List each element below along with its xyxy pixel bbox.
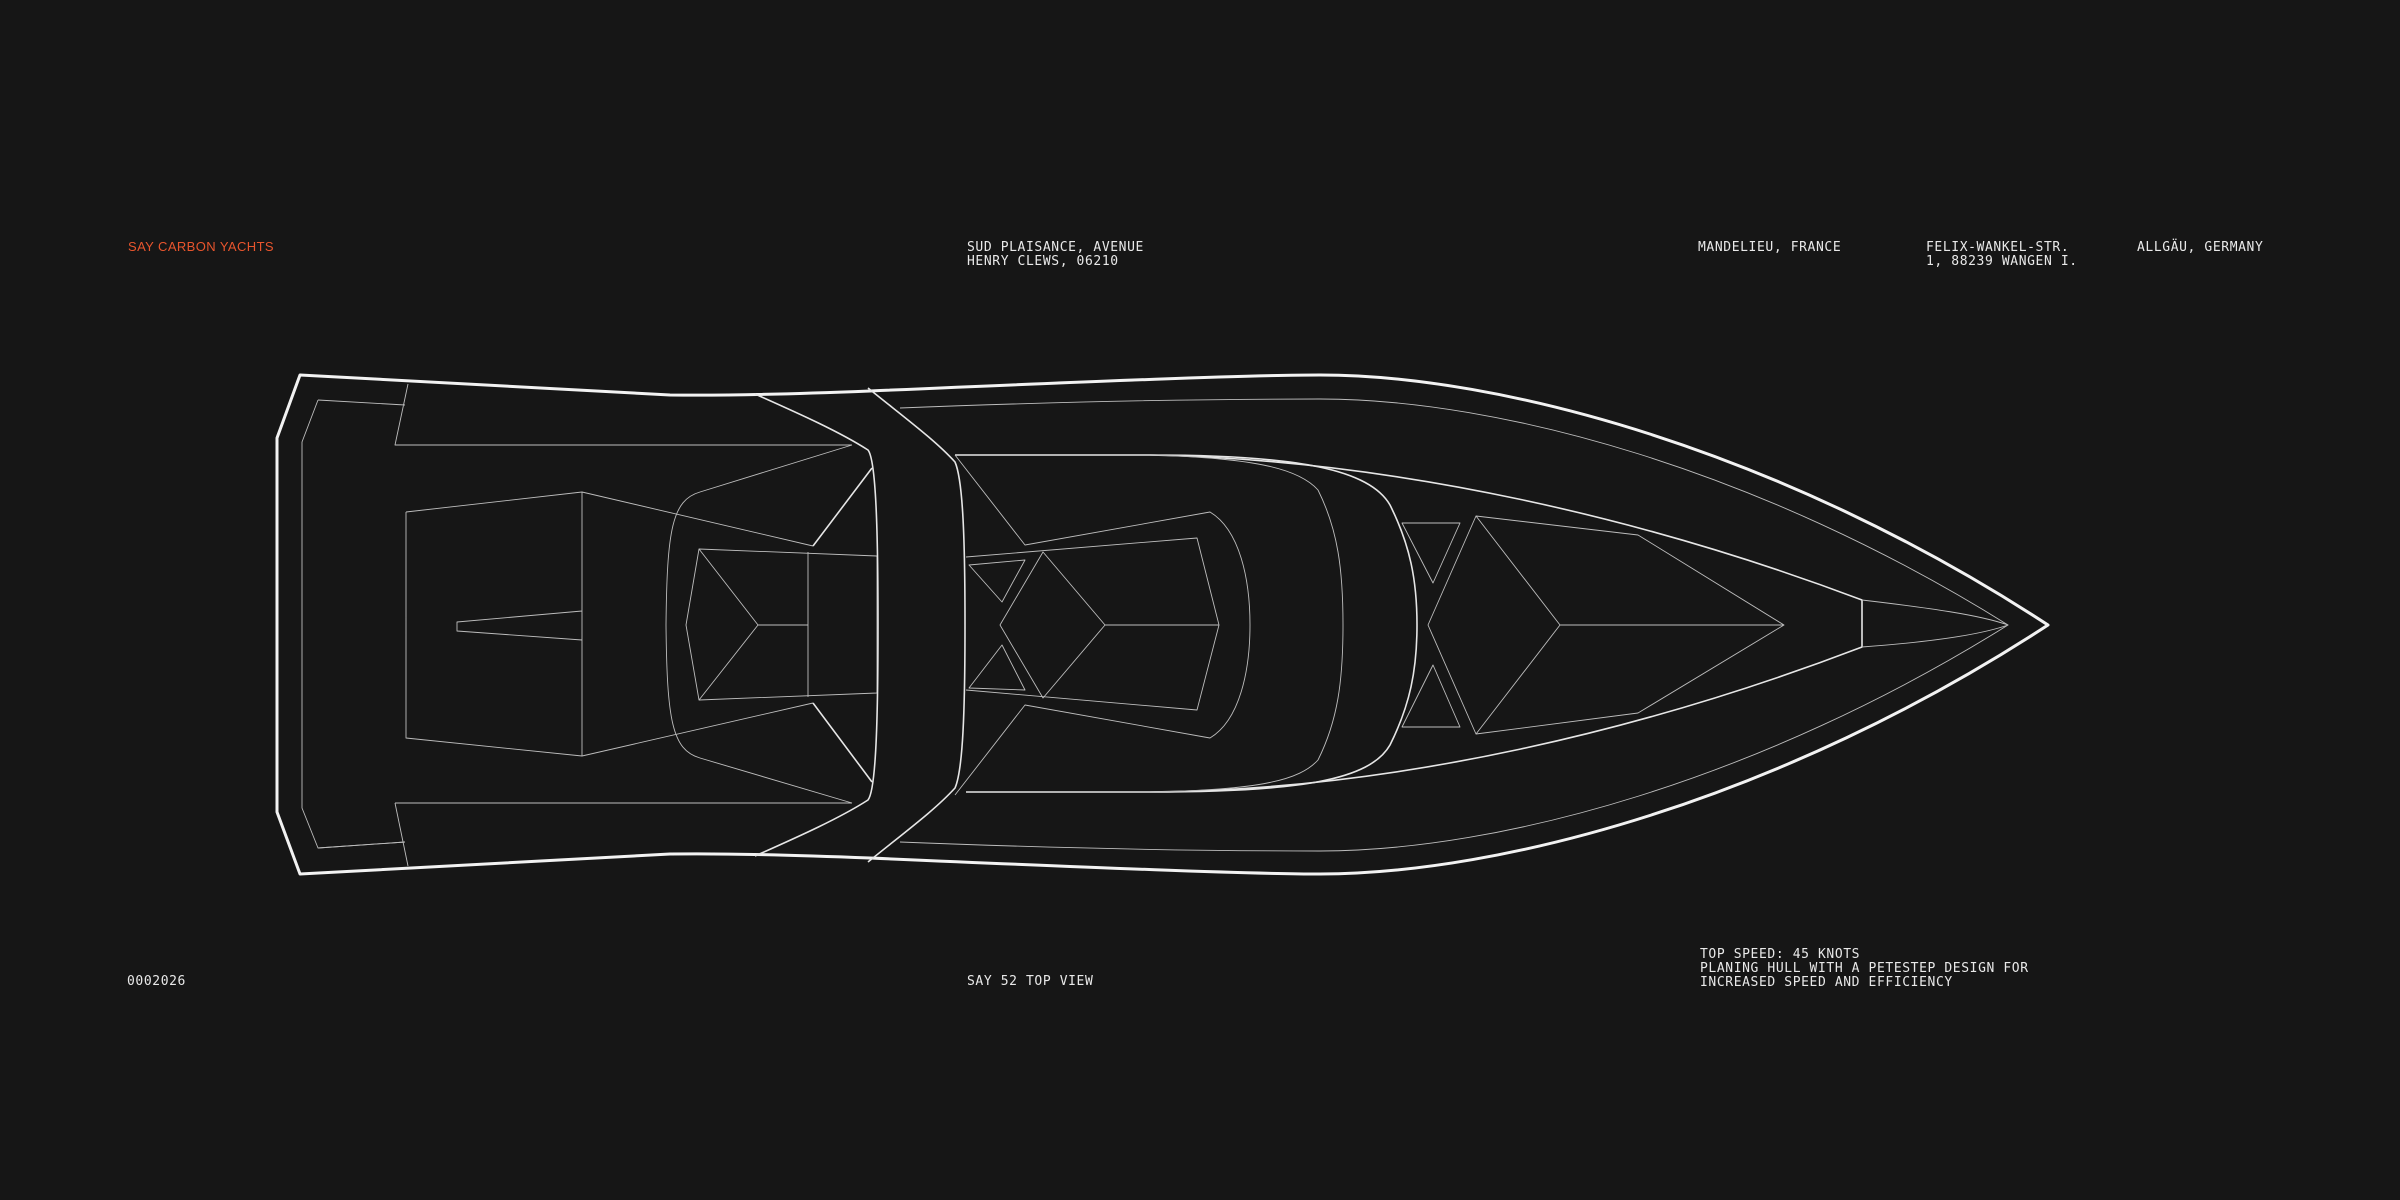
foredeck-vent-triangles	[1401, 522, 1461, 728]
forward-cockpit-curves	[1149, 454, 1418, 793]
hull-outline	[275, 373, 2050, 876]
stern-bench	[317, 383, 852, 867]
address-street: SUD PLAISANCE, AVENUE HENRY CLEWS, 06210	[967, 241, 1144, 269]
helm-dash	[954, 454, 1251, 796]
windscreen-frame	[754, 387, 966, 863]
aft-cockpit-seating	[665, 444, 853, 804]
foredeck-inner-sweep	[955, 454, 1863, 793]
foredeck-sunpad	[1427, 515, 1785, 735]
address-germany-line-1: FELIX-WANKEL-STR.	[1926, 240, 2070, 255]
address-street-line-2: HENRY CLEWS, 06210	[967, 254, 1119, 269]
address-germany-line-2: 1, 88239 WANGEN I.	[1926, 254, 2078, 269]
drawing-caption: SAY 52 TOP VIEW	[967, 974, 1094, 989]
address-city: MANDELIEU, FRANCE	[1698, 240, 1842, 255]
helm-console	[965, 537, 1220, 711]
forward-cockpit-inner-curve	[1149, 454, 1344, 793]
foredeck-bow-line	[1861, 599, 2009, 648]
spec-line-3: INCREASED SPEED AND EFFICIENCY	[1700, 975, 1953, 990]
cockpit-chine-lines	[812, 467, 873, 783]
helm-table-rear	[685, 548, 878, 701]
aft-sunpad	[405, 491, 814, 757]
address-street-line-1: SUD PLAISANCE, AVENUE	[967, 240, 1144, 255]
reference-number: 0002026	[127, 974, 186, 989]
spec-line-2: PLANING HULL WITH A PETESTEP DESIGN FOR	[1700, 961, 2029, 976]
specs-block: TOP SPEED: 45 KNOTS PLANING HULL WITH A …	[1700, 948, 2029, 990]
address-germany: FELIX-WANKEL-STR. 1, 88239 WANGEN I.	[1926, 241, 2078, 269]
spec-line-1: TOP SPEED: 45 KNOTS	[1700, 947, 1861, 962]
brand-name: SAY CARBON YACHTS	[128, 239, 274, 254]
region-germany: ALLGÄU, GERMANY	[2137, 240, 2264, 255]
